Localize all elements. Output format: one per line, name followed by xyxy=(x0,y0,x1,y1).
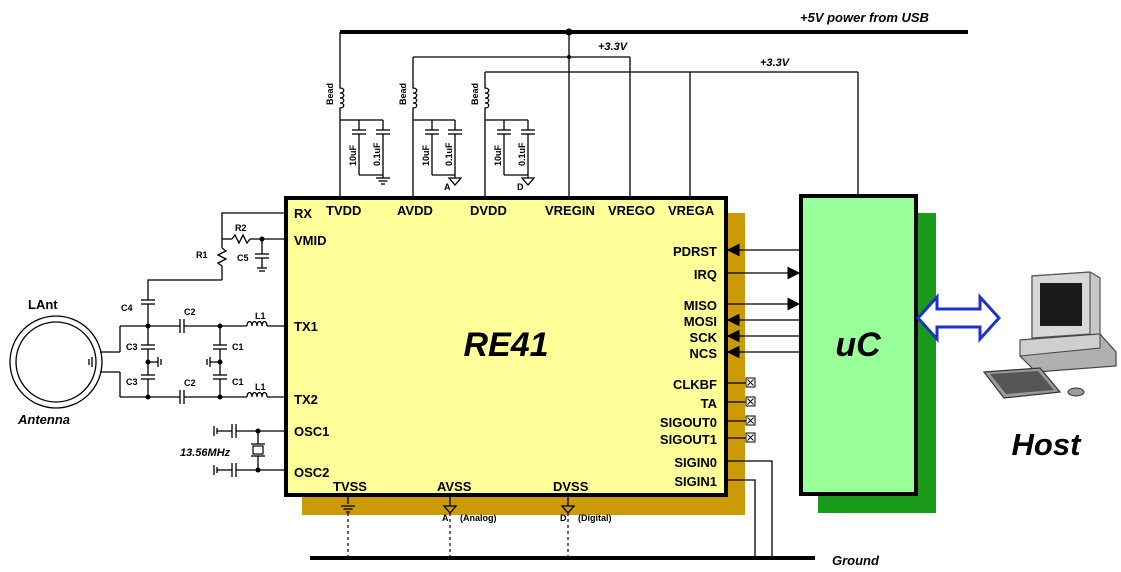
rail2-label: +3.3V xyxy=(760,57,791,69)
svg-text:C3: C3 xyxy=(126,342,138,352)
svg-text:R2: R2 xyxy=(235,223,247,233)
decoupling-dvdd: Bead D 10uF 0.1uF xyxy=(470,83,536,198)
svg-text:C2: C2 xyxy=(184,307,196,317)
svg-text:10uF: 10uF xyxy=(493,144,503,166)
pin-sigin0: SIGIN0 xyxy=(674,455,717,470)
svg-text:Bead: Bead xyxy=(470,83,480,105)
pin-tvss: TVSS xyxy=(333,479,367,494)
unused-pins xyxy=(726,377,756,443)
pin-vrego: VREGO xyxy=(608,203,655,218)
pin-sigout0: SIGOUT0 xyxy=(660,415,717,430)
pin-rx: RX xyxy=(294,206,312,221)
uc-label: uC xyxy=(835,326,881,364)
svg-text:C1: C1 xyxy=(232,342,244,352)
pin-irq: IRQ xyxy=(694,267,717,282)
rail1-label: +3.3V xyxy=(598,41,629,53)
svg-text:D: D xyxy=(560,513,567,523)
svg-text:10uF: 10uF xyxy=(421,144,431,166)
power-rails: +5V power from USB +3.3V +3.3V xyxy=(339,10,968,198)
svg-text:0.1uF: 0.1uF xyxy=(517,142,527,166)
svg-text:C2: C2 xyxy=(184,378,196,388)
svg-text:D: D xyxy=(517,182,524,192)
svg-text:Bead: Bead xyxy=(398,83,408,105)
pin-miso: MISO xyxy=(684,298,717,313)
uc-block: uC xyxy=(799,194,936,513)
pin-avdd: AVDD xyxy=(397,203,433,218)
svg-text:(Analog): (Analog) xyxy=(460,513,497,523)
pin-tx1: TX1 xyxy=(294,319,318,334)
pin-clkbf: CLKBF xyxy=(673,377,717,392)
svg-text:A: A xyxy=(442,513,449,523)
svg-text:L1: L1 xyxy=(255,382,266,392)
pin-sck: SCK xyxy=(690,330,718,345)
svg-text:Bead: Bead xyxy=(325,83,335,105)
pin-vregin: VREGIN xyxy=(545,203,595,218)
crystal-label: 13.56MHz xyxy=(180,447,231,459)
svg-text:A: A xyxy=(444,182,451,192)
spi-signals xyxy=(726,243,801,359)
pin-vrega: VREGA xyxy=(668,203,715,218)
ground-label: Ground xyxy=(832,553,880,568)
svg-text:L1: L1 xyxy=(255,311,266,321)
pin-osc2: OSC2 xyxy=(294,465,329,480)
svg-text:10uF: 10uF xyxy=(348,144,358,166)
ground-rail: Ground A (Analog) D (Digital) xyxy=(310,495,880,568)
re41-chip: RE41 TVDD AVDD DVDD VREGIN VREGO VREGA R… xyxy=(284,196,745,515)
antenna: LAnt Antenna xyxy=(9,297,121,427)
decoupling-avdd: Bead A 10uF 0.1uF xyxy=(398,83,463,198)
svg-text:C1: C1 xyxy=(232,377,244,387)
pin-tvdd: TVDD xyxy=(326,203,361,218)
pin-pdrst: PDRST xyxy=(673,244,717,259)
host-label: Host xyxy=(1012,427,1083,462)
svg-text:C3: C3 xyxy=(126,377,138,387)
svg-text:0.1uF: 0.1uF xyxy=(444,142,454,166)
pin-sigout1: SIGOUT1 xyxy=(660,432,717,447)
host-link-arrow xyxy=(915,293,1002,343)
antenna-caption: Antenna xyxy=(17,412,70,427)
pin-mosi: MOSI xyxy=(684,314,717,329)
svg-text:C4: C4 xyxy=(121,303,133,313)
antenna-lant-label: LAnt xyxy=(28,297,58,312)
pin-ncs: NCS xyxy=(690,346,718,361)
computer-icon: Host xyxy=(982,271,1117,462)
sigin-wires xyxy=(726,460,773,558)
chip-name: RE41 xyxy=(463,326,548,364)
decoupling-tvdd: Bead 10uF 0.1uF xyxy=(325,83,391,198)
pin-dvss: DVSS xyxy=(553,479,589,494)
crystal-oscillator: 13.56MHz xyxy=(180,423,286,478)
svg-text:0.1uF: 0.1uF xyxy=(372,142,382,166)
pin-tx2: TX2 xyxy=(294,392,318,407)
rf-frontend: R1 R2 C5 C4 C2 L1 C2 L1 xyxy=(120,212,286,405)
pin-vmid: VMID xyxy=(294,233,327,248)
pin-ta: TA xyxy=(701,396,718,411)
pin-avss: AVSS xyxy=(437,479,472,494)
pin-dvdd: DVDD xyxy=(470,203,507,218)
svg-text:C5: C5 xyxy=(237,253,249,263)
pin-sigin1: SIGIN1 xyxy=(674,474,717,489)
pin-osc1: OSC1 xyxy=(294,424,329,439)
usb-power-label: +5V power from USB xyxy=(800,10,929,25)
svg-text:(Digital): (Digital) xyxy=(578,513,612,523)
svg-text:R1: R1 xyxy=(196,250,208,260)
